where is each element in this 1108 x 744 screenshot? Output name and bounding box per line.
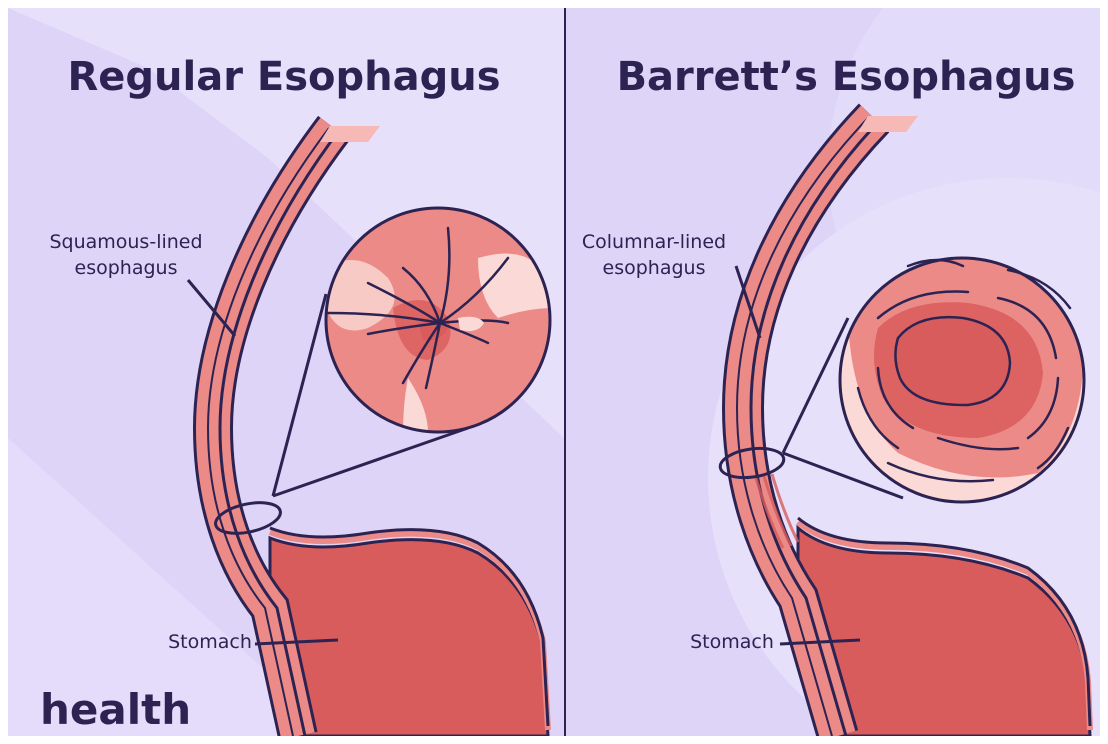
label-columnar-line2: esophagus <box>603 257 706 279</box>
label-squamous-line2: esophagus <box>75 257 178 279</box>
infographic: Regular Esophagus Barrett’s Esophagus Sq… <box>8 8 1100 736</box>
label-stomach-right: Stomach <box>690 631 774 653</box>
zoom-circle-right <box>840 258 1084 502</box>
label-stomach-left: Stomach <box>168 631 252 653</box>
title-barretts: Barrett’s Esophagus <box>617 54 1076 100</box>
zoom-circle-left <box>326 208 553 433</box>
title-regular: Regular Esophagus <box>67 54 500 100</box>
label-columnar-line1: Columnar-lined <box>582 231 726 253</box>
health-logo: health <box>40 685 191 734</box>
infographic-svg: Regular Esophagus Barrett’s Esophagus Sq… <box>8 8 1100 736</box>
label-squamous-line1: Squamous-lined <box>49 231 202 253</box>
